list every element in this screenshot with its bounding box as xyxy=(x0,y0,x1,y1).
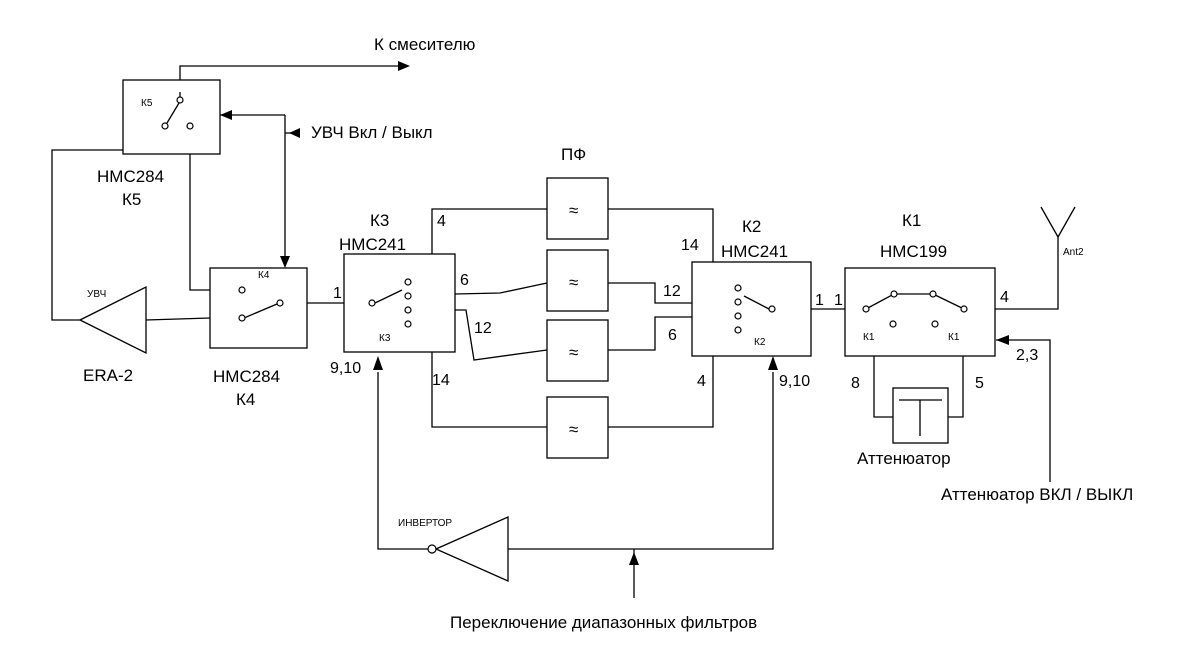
k2-pin-6: 6 xyxy=(668,327,677,344)
amp-part-label: ERA-2 xyxy=(83,366,133,385)
k3-pin-6: 6 xyxy=(460,272,469,289)
to-mixer-arrow xyxy=(398,61,410,71)
k4-name: К4 xyxy=(236,390,255,409)
k1-name: К1 xyxy=(902,211,921,230)
k2-tag: К2 xyxy=(754,337,766,348)
arrows xyxy=(220,61,1009,565)
k2-pin-12: 12 xyxy=(663,283,681,300)
filter-switching-label: Переключение диапазонных фильтров xyxy=(450,613,757,632)
k3-name: К3 xyxy=(370,211,389,230)
k5-part: HMC284 xyxy=(97,167,164,186)
filter-3: ≈ xyxy=(546,319,609,382)
lna-amplifier: УВЧ ERA-2 xyxy=(78,285,147,385)
antenna: Ant2 xyxy=(1063,247,1084,258)
k1-pin-ctrl: 2,3 xyxy=(1016,347,1038,364)
lna-toggle-down-arrow xyxy=(280,256,290,268)
k2-pin-14: 14 xyxy=(681,237,699,254)
lna-toggle-arrow xyxy=(220,110,232,120)
k1-pin-8: 8 xyxy=(851,375,860,392)
bandpass-filters: ПФ ≈ ≈ ≈ ≈ xyxy=(546,145,609,459)
k2-control-arrow xyxy=(768,356,778,370)
k1-control-arrow xyxy=(996,335,1009,345)
k5-tag: К5 xyxy=(141,98,153,109)
k2-pin-1: 1 xyxy=(815,292,824,309)
inverter: ИНВЕРТОР xyxy=(398,515,509,583)
k3-part: HMC241 xyxy=(339,235,406,254)
k4-pin-in: 1 xyxy=(333,285,342,302)
lna-toggle-label: УВЧ Вкл / Выкл xyxy=(311,123,433,142)
k2-part: HMC241 xyxy=(721,242,788,261)
filter-2-symbol: ≈ xyxy=(569,273,578,292)
k2-switch: К2 К2 HMC241 14 12 6 4 1 9,10 xyxy=(663,217,824,390)
k3-tag: К3 xyxy=(379,333,391,344)
k1-tag-left: К1 xyxy=(863,332,875,343)
k1-switch: К1 К1 К1 HMC199 1 4 2,3 8 5 xyxy=(834,211,1038,392)
filter-2: ≈ xyxy=(546,249,609,312)
to-mixer-label: К смесителю xyxy=(374,35,476,54)
k3-switch: К3 К3 HMC241 4 6 12 14 9,10 xyxy=(330,211,492,389)
k5-name: К5 xyxy=(122,190,141,209)
k1-pin-out: 4 xyxy=(1000,289,1009,306)
filter-4: ≈ xyxy=(546,396,609,459)
attenuator-toggle-label: Аттенюатор ВКЛ / ВЫКЛ xyxy=(941,485,1133,504)
filter-3-symbol: ≈ xyxy=(569,343,578,362)
k1-tag-right: К1 xyxy=(948,332,960,343)
filter-1: ≈ xyxy=(546,177,609,240)
k2-pin-ctrl: 9,10 xyxy=(779,373,810,390)
k3-pin-14: 14 xyxy=(432,372,450,389)
k3-pin-12: 12 xyxy=(474,320,492,337)
k2-name: К2 xyxy=(742,217,761,236)
k5-switch: К5 HMC284 К5 xyxy=(97,79,221,209)
lna-label-arrow xyxy=(289,128,300,138)
k3-pin-ctrl: 9,10 xyxy=(330,360,361,377)
antenna-label: Ant2 xyxy=(1063,247,1084,258)
k3-pin-4: 4 xyxy=(437,213,446,230)
attenuator-label: Аттенюатор xyxy=(857,449,951,468)
filter-switch-arrow xyxy=(629,552,639,565)
k1-part: HMC199 xyxy=(880,242,947,261)
inverter-label: ИНВЕРТОР xyxy=(398,518,452,529)
attenuator-block: Аттенюатор xyxy=(857,387,951,468)
k1-pin-in: 1 xyxy=(834,292,843,309)
filter-1-symbol: ≈ xyxy=(569,201,578,220)
filter-4-symbol: ≈ xyxy=(569,420,578,439)
bandpass-label: ПФ xyxy=(561,145,586,164)
k4-tag: К4 xyxy=(258,270,270,281)
k4-part: HMC284 xyxy=(213,367,280,386)
k3-control-arrow xyxy=(373,356,383,370)
k1-pin-5: 5 xyxy=(975,375,984,392)
k2-pin-4: 4 xyxy=(697,373,706,390)
k4-switch: К4 HMC284 К4 1 xyxy=(209,267,342,409)
lna-short-label: УВЧ xyxy=(87,289,106,300)
